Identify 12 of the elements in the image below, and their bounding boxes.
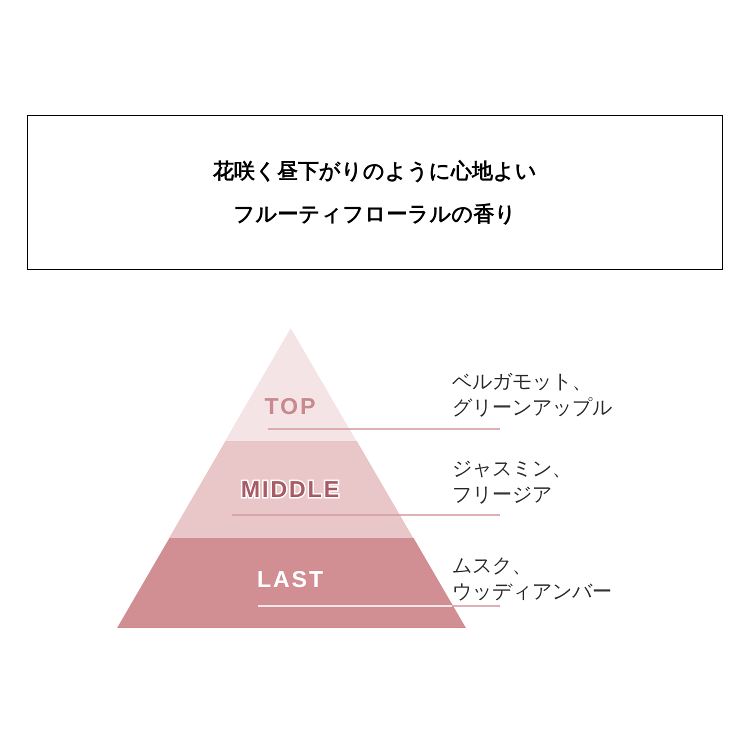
tier-label: TOP	[264, 395, 318, 418]
tier-label: MIDDLE	[240, 478, 342, 501]
title-text: フルーティフローラルの香り	[234, 204, 516, 224]
notes-text: ジャスミン、フリージア	[452, 455, 573, 507]
leader-line	[268, 428, 500, 430]
leader-line	[232, 514, 500, 516]
notes-text: ベルガモット、グリーンアップル	[452, 368, 613, 420]
leader-line	[258, 605, 500, 607]
notes-text: ムスク、ウッディアンバー	[452, 552, 613, 604]
title-text: 花咲く昼下がりのように心地よい	[213, 160, 537, 182]
tier-label: LAST	[256, 568, 326, 591]
title-box	[27, 115, 723, 270]
